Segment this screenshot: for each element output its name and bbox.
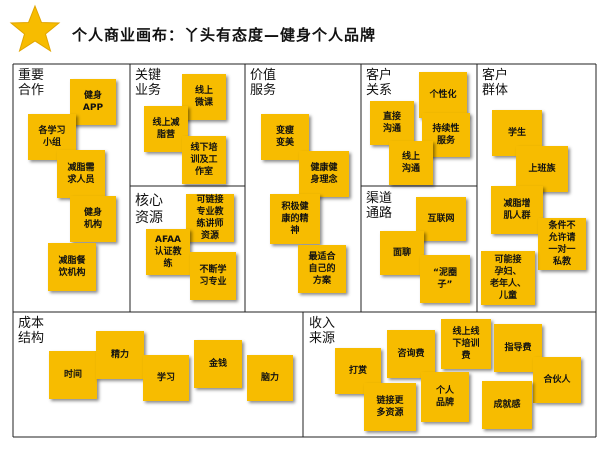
label-key-activities: 关键 业务 — [135, 68, 162, 98]
note-revenue-training: 线上线 下培训 费 — [441, 319, 491, 369]
note-partner-gym: 健身 机构 — [70, 196, 116, 242]
note-relation-personalized: 个性化 — [419, 72, 467, 118]
note-activity-online-lesson: 线上 微课 — [182, 74, 226, 120]
note-channel-face-talk: 面聊 — [380, 231, 424, 275]
note-revenue-more-resources: 链接更 多资源 — [364, 383, 416, 431]
note-cost-energy: 精力 — [96, 331, 144, 379]
note-relation-direct: 直接 沟通 — [370, 101, 414, 145]
label-customer-relationships: 客户 关系 — [366, 68, 393, 98]
label-revenue-streams: 收入 来源 — [309, 316, 336, 346]
label-cost-structure: 成本 结构 — [18, 316, 45, 346]
note-relation-continuous: 持续性 服务 — [422, 113, 470, 157]
note-resource-afaa: AFAA 认证教 练 — [146, 229, 190, 275]
label-key-partners: 重要 合作 — [18, 68, 45, 98]
note-value-slim-beautiful: 变瘦 变美 — [261, 114, 309, 160]
note-value-best-plan: 最适合 自己的 方案 — [298, 245, 346, 293]
note-cost-learning: 学习 — [143, 355, 189, 401]
note-value-healthy-concept: 健康健 身理念 — [299, 151, 349, 197]
label-key-resources: 核心 资源 — [135, 193, 163, 226]
note-activity-online-camp: 线上减 脂营 — [144, 106, 188, 152]
label-value-propositions: 价值 服务 — [250, 68, 277, 98]
note-revenue-partner: 合伙人 — [533, 357, 581, 403]
label-channels: 渠道 通路 — [366, 191, 393, 221]
note-value-positive-spirit: 积极健 康的精 神 — [270, 194, 320, 244]
note-activity-offline-studio: 线下培 训及工 作室 — [182, 136, 226, 184]
title-row: 个人商业画布：丫头有态度—健身个人品牌 — [0, 0, 608, 60]
note-resource-coaches: 可链接 专业教 练讲师 资源 — [186, 194, 234, 242]
note-cost-time: 时间 — [49, 351, 97, 399]
note-segment-special-groups: 可能接 孕妇、 老年人、 儿童 — [481, 251, 535, 305]
note-revenue-personal-brand: 个人 品牌 — [421, 372, 469, 422]
note-cost-brainpower: 脑力 — [247, 355, 293, 401]
note-segment-office-workers: 上班族 — [516, 146, 568, 192]
note-segment-fat-loss: 减脂增 肌人群 — [491, 186, 543, 234]
note-revenue-consulting: 咨询费 — [387, 330, 435, 378]
note-relation-online: 线上 沟通 — [389, 141, 433, 185]
page-title: 个人商业画布：丫头有态度—健身个人品牌 — [72, 26, 377, 44]
star-shape — [9, 4, 61, 53]
note-partner-fat-loss-people: 减脂需 求人员 — [57, 150, 105, 198]
note-cost-money: 金钱 — [194, 340, 242, 388]
note-partner-diet-food: 减脂餐 饮机构 — [48, 243, 96, 291]
note-channel-internet: 互联网 — [416, 197, 466, 241]
note-revenue-achievement: 成就感 — [482, 381, 532, 429]
note-partner-fitness-app: 健身 APP — [70, 79, 116, 125]
star-icon — [9, 4, 61, 53]
label-customer-segments: 客户 群体 — [482, 68, 509, 98]
note-segment-private-coaching: 条件不 允许请 一对一 私教 — [538, 218, 586, 270]
note-resource-learning: 不断学 习专业 — [190, 252, 236, 300]
note-channel-circle: “泥圈 子” — [420, 255, 470, 303]
